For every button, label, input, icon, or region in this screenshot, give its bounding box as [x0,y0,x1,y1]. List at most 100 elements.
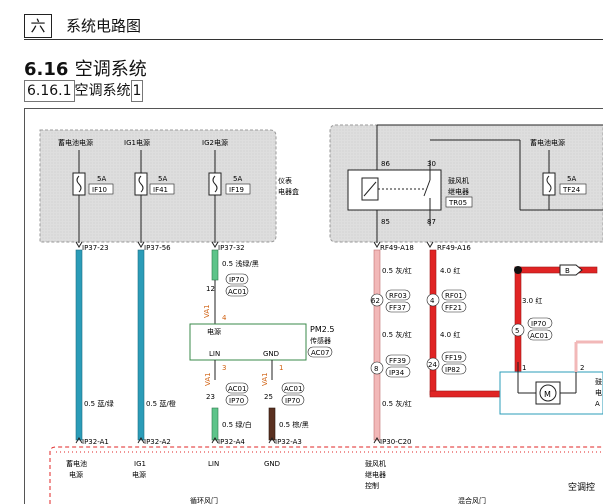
tag-rf03-text: RF03 [389,292,407,300]
tag-ac01-b [225,382,249,394]
tag-ip34 [385,366,411,378]
subsection-name: 空调系统 [74,83,131,99]
wire-label-green-white: 0.5 绿/白 [222,420,252,429]
relay-name-2: 继电器 [448,187,469,196]
conn-ip32-a4: IP32-A4 [218,438,245,446]
wire-blue-green: 0.5 蓝/绿 [75,241,114,444]
section-number: 6.16 [24,59,69,80]
conn-ip32-a3: IP32-A3 [275,438,302,446]
wire-green-white: VA1 3 AC01 23 IP70 0.5 绿/白 [204,360,252,444]
fuse-if19-codebox [225,183,251,195]
power-label-2: IG1电源 [124,138,150,147]
chapter-title: 系统电路图 [66,17,142,35]
section-title: 6.16 空调系统 [24,55,147,81]
tag-ip70-b-text: IP70 [229,397,244,405]
fuse-if19-rating: 5A [233,175,242,183]
pin-4b: 4 [430,297,435,305]
fuse-if41-rating: 5A [158,175,167,183]
wire-label-blue-orange: 0.5 蓝/橙 [146,399,176,408]
motor-pin-1: 1 [522,364,526,372]
tag-ip82-text: IP82 [445,366,460,374]
relay-box [329,124,603,243]
pin-25: 25 [264,393,273,401]
tag-ff19-text: FF19 [445,354,462,362]
tag-ip70-b [225,394,249,406]
tag-ff19 [441,351,467,363]
tag-ac01-b-text: AC01 [228,385,246,393]
bottom-partial-left: 循环风门 [190,496,218,504]
va-label-2: VA1 [204,372,212,386]
diagram-frame [24,108,603,504]
tag-ff21 [441,301,467,313]
bottom-label-lin: LIN [208,460,219,468]
motor-symbol: M [544,390,551,399]
conn-ip32-a1: IP32-A1 [82,438,109,446]
sensor-code: AC07 [311,349,329,357]
fuse-if19: 5A IF19 [208,150,251,243]
controller-label: 空调控 [568,481,595,493]
fuse-if19-code: IF19 [229,186,244,194]
pm25-sensor: 电源 LIN GND PM2.5 传感器 AC07 [189,323,334,361]
va-label-3: VA1 [261,372,269,386]
relay-pin-85: 85 [381,218,390,226]
bottom-label-relay-2: 继电器 [365,470,386,479]
tag-ac01-d [527,329,553,341]
wire-label-lightgreen-black: 0.5 浅绿/黑 [222,259,259,268]
relay-name-1: 鼓风机 [448,176,469,185]
fuse-if10-rating: 5A [97,175,106,183]
tag-ip70-a [225,273,249,285]
tag-ip70-a-text: IP70 [229,276,244,284]
fuse-tf24-code: TF24 [562,186,581,194]
chapter-rule [24,39,603,40]
tag-ff21-text: FF21 [445,304,462,312]
conn-ip30-c20: IP30-C20 [380,438,412,446]
bottom-label-battery-1: 蓄电池 [66,459,87,468]
pin-12: 12 [206,285,215,293]
va-label-1: VA1 [203,304,211,318]
conn-rf49-a18: RF49-A18 [380,244,414,252]
tag-rf03 [385,289,411,301]
fuse-tf24: 蓄电池电源 5A TF24 [530,138,587,210]
tag-ip70-c-text: IP70 [285,397,300,405]
sensor-code-tag [307,346,333,358]
wire-label-red-4-2: 4.0 红 [440,330,460,339]
bottom-label-gnd: GND [264,460,280,468]
wire-label-red-3: 3.0 红 [522,296,542,305]
pin-3: 3 [222,364,226,372]
instrument-box-label-2: 电器盒 [278,187,299,196]
arrow-b [559,264,583,276]
tag-ac01-d-text: AC01 [530,332,548,340]
arrow-b-label: B [565,267,570,275]
pin-1: 1 [279,364,283,372]
fuse-if41: 5A IF41 [134,150,175,243]
tag-ip70-d [527,317,553,329]
bottom-label-ig1-1: IG1 [134,460,146,468]
bottom-partial-right: 混合风门 [458,496,486,504]
tag-ip70-c [281,394,305,406]
pin-4: 4 [222,314,227,322]
sensor-pin-power: 电源 [207,327,221,336]
blower-relay: 86 30 85 87 鼓风机 继电器 TR05 [347,124,603,243]
wire-gray-red: 0.5 灰/红 62 RF03 FF37 0.5 灰/红 8 FF39 IP34… [370,241,412,444]
fuse-tf24-codebox [559,183,587,195]
subsection-page: 1 [130,80,144,102]
chapter-number: 六 [24,14,52,38]
pin-5: 5 [515,327,519,335]
tag-ip82 [441,363,467,375]
fuse-if10: 5A IF10 [72,150,114,243]
motor-side-3: A [595,400,600,408]
power-label-3: IG2电源 [202,138,228,147]
fuse-if10-codebox [88,183,114,195]
tag-ac01-c-text: AC01 [284,385,302,393]
tag-ff39 [385,354,411,366]
tag-ac01-c [281,382,305,394]
conn-rf49-a16: RF49-A16 [437,244,471,252]
wire-label-blue-green: 0.5 蓝/绿 [84,399,114,408]
conn-ip37-23: IP37-23 [82,244,109,252]
pin-24: 24 [428,361,437,369]
tag-ac01-a [225,285,249,297]
bottom-label-ig1-2: 电源 [132,470,146,479]
pin-8: 8 [374,365,378,373]
